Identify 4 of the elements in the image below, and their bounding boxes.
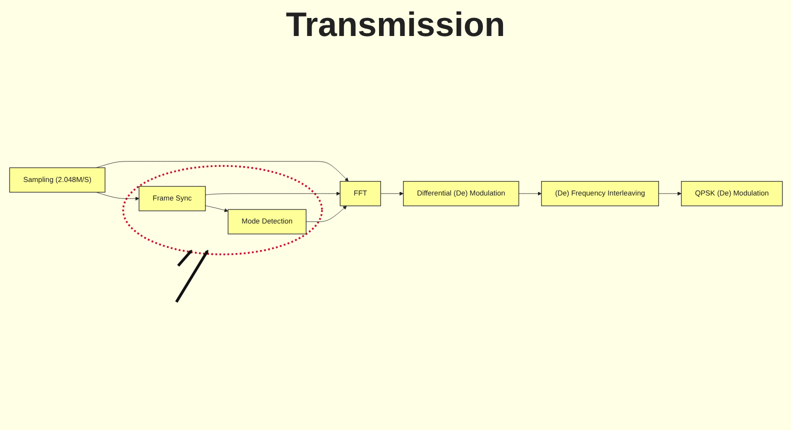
arrow (174, 250, 208, 303)
cluster (122, 165, 322, 256)
diagram-title: Transmission (286, 6, 506, 45)
arrow (176, 250, 192, 267)
